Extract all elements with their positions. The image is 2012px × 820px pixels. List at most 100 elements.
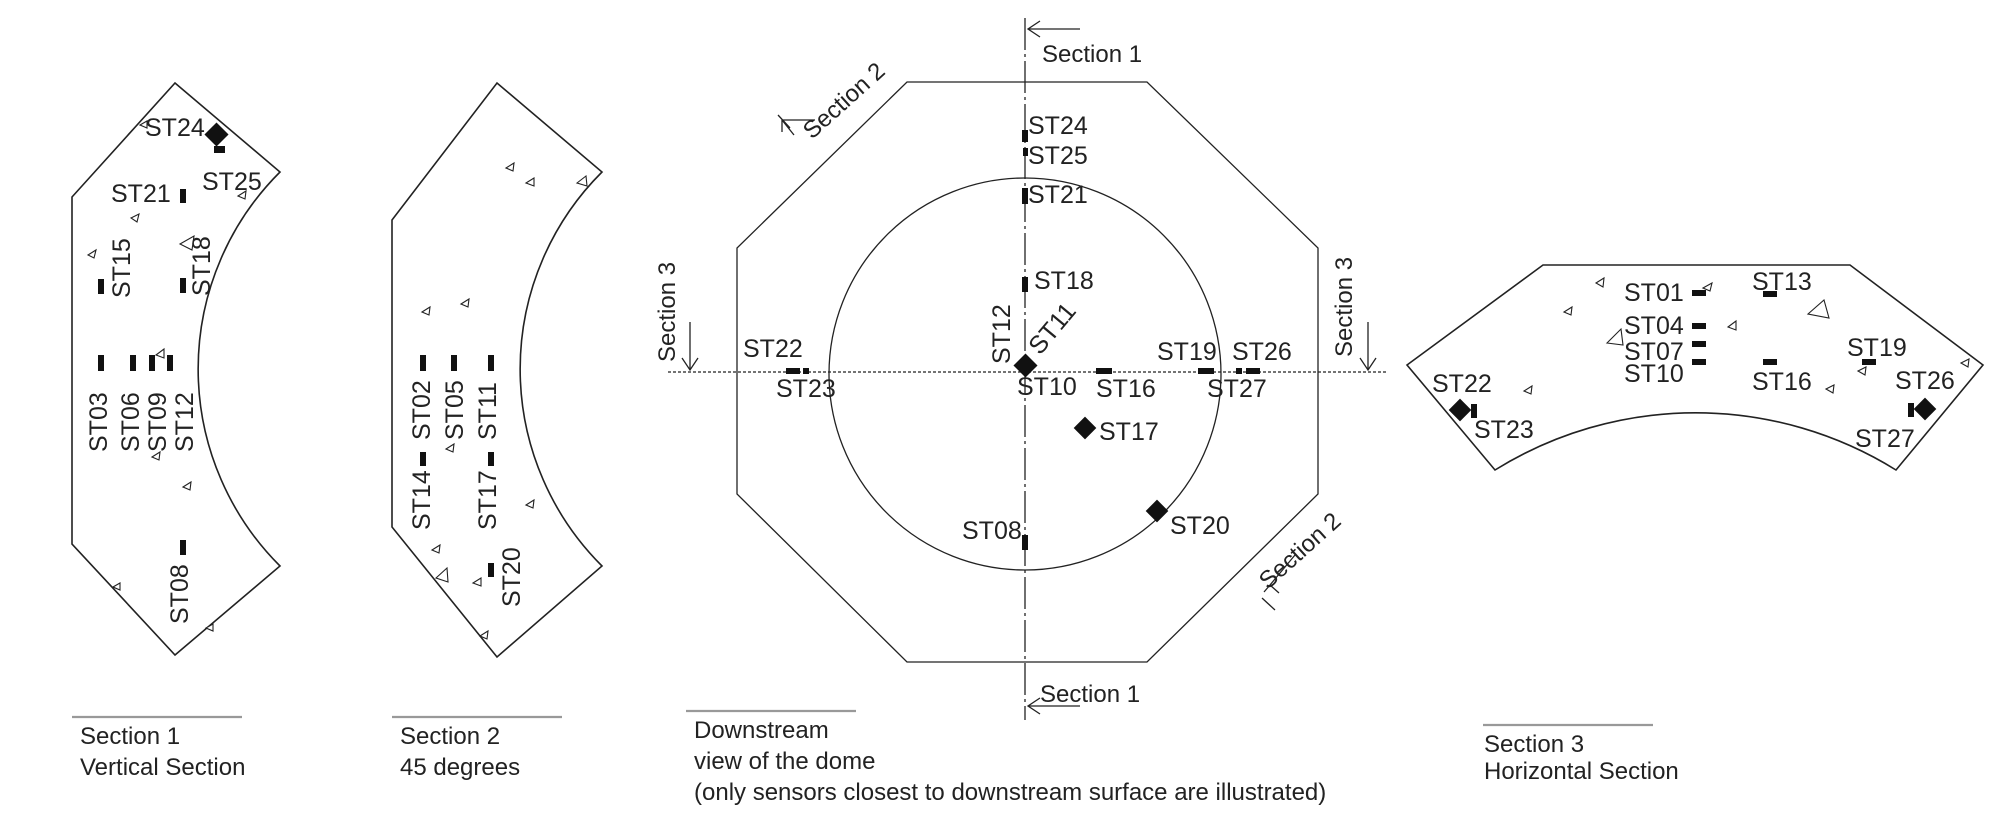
sensor-st13 bbox=[1763, 291, 1777, 297]
triangle-marker bbox=[1522, 384, 1533, 395]
sensor-st06 bbox=[130, 355, 136, 371]
sensor-st27 bbox=[1236, 368, 1242, 374]
sensor-st20 bbox=[488, 563, 494, 577]
sensor-st17 bbox=[488, 452, 494, 466]
triangle-marker bbox=[150, 450, 161, 461]
sensor-st01 bbox=[1692, 290, 1706, 296]
heavy-sensor-st26 bbox=[1913, 397, 1937, 421]
label-st10: ST10 bbox=[1017, 373, 1077, 401]
sensor-st26 bbox=[1246, 368, 1260, 374]
label-st25: ST25 bbox=[202, 168, 262, 196]
plan-octagon-outline bbox=[736, 81, 1319, 663]
sensor-st16 bbox=[1763, 359, 1777, 365]
sensor-st23 bbox=[803, 368, 809, 374]
label-st14: ST14 bbox=[408, 470, 436, 530]
label-st12: ST12 bbox=[988, 304, 1016, 364]
section2-bottom-label: Section 2 bbox=[1254, 507, 1346, 594]
triangle-marker bbox=[471, 577, 482, 587]
section2-caption-subtitle: 45 degrees bbox=[400, 754, 520, 781]
section2-caption-title: Section 2 bbox=[400, 723, 500, 750]
triangle-marker bbox=[1856, 366, 1867, 376]
label-st11: ST11 bbox=[1023, 297, 1082, 359]
heavy-sensor-st22 bbox=[1448, 398, 1472, 422]
plan-panel: Section 1 Section 1 Section 2 Section 2 … bbox=[654, 18, 1388, 806]
label-st10: ST10 bbox=[1624, 360, 1684, 388]
section1-bottom-label: Section 1 bbox=[1040, 681, 1140, 708]
label-st22: ST22 bbox=[743, 335, 803, 363]
triangle-marker bbox=[178, 234, 195, 251]
label-st24: ST24 bbox=[1028, 112, 1088, 140]
sensor-st04 bbox=[1692, 323, 1706, 329]
sensor-st09 bbox=[149, 355, 155, 371]
label-st09: ST09 bbox=[144, 392, 172, 452]
triangle-marker bbox=[430, 543, 441, 554]
label-st17: ST17 bbox=[1099, 418, 1159, 446]
label-st07: ST07 bbox=[1624, 338, 1684, 366]
label-st11: ST11 bbox=[474, 382, 502, 440]
triangle-marker bbox=[236, 189, 247, 200]
label-st21: ST21 bbox=[111, 180, 171, 208]
label-st21: ST21 bbox=[1028, 181, 1088, 209]
section1-panel: ST24 ST25 ST21 ST15 ST18 ST03 ST06 ST09 … bbox=[71, 81, 282, 781]
triangle-marker bbox=[478, 629, 489, 640]
label-st27: ST27 bbox=[1207, 375, 1267, 403]
label-st01: ST01 bbox=[1624, 279, 1684, 307]
label-st27: ST27 bbox=[1855, 425, 1915, 453]
label-st24: ST24 bbox=[145, 114, 205, 142]
triangle-marker bbox=[1806, 299, 1830, 319]
label-st02: ST02 bbox=[408, 380, 436, 440]
triangle-marker bbox=[444, 442, 455, 453]
label-st16: ST16 bbox=[1752, 368, 1812, 396]
label-st08: ST08 bbox=[962, 517, 1022, 545]
sensor-st10 bbox=[1692, 359, 1706, 365]
sensor-st21 bbox=[180, 189, 186, 203]
plan-caption-title: Downstream bbox=[694, 717, 829, 744]
section3-panel: ST01 ST04 ST07 ST10 ST13 ST16 ST19 ST22 … bbox=[1405, 264, 1985, 785]
label-st17: ST17 bbox=[474, 470, 502, 530]
section1-caption-title: Section 1 bbox=[80, 723, 180, 750]
section2-top-arrow bbox=[777, 114, 815, 136]
label-st22: ST22 bbox=[1432, 370, 1492, 398]
heavy-sensor-st17 bbox=[1073, 416, 1097, 440]
section2-top-label: Section 2 bbox=[798, 57, 890, 144]
sensor-st07 bbox=[1692, 341, 1706, 347]
label-st13: ST13 bbox=[1752, 268, 1812, 296]
section1-top-arrow bbox=[1026, 20, 1080, 38]
label-st16: ST16 bbox=[1096, 375, 1156, 403]
sensor-st16 bbox=[1096, 368, 1112, 374]
triangle-marker bbox=[420, 305, 431, 316]
section1-caption-subtitle: Vertical Section bbox=[80, 754, 245, 781]
triangle-marker bbox=[204, 623, 214, 632]
section1-top-label: Section 1 bbox=[1042, 41, 1142, 68]
section3-outline bbox=[1405, 264, 1985, 472]
triangle-marker bbox=[459, 297, 470, 308]
triangle-marker bbox=[1701, 281, 1713, 292]
label-st20: ST20 bbox=[1170, 512, 1230, 540]
sensor-st18 bbox=[1022, 277, 1028, 292]
plan-caption-note: (only sensors closest to downstream surf… bbox=[694, 779, 1326, 806]
sensor-st12 bbox=[167, 355, 173, 371]
triangle-marker bbox=[86, 248, 97, 259]
plan-caption-subtitle: view of the dome bbox=[694, 748, 875, 775]
label-st25: ST25 bbox=[1028, 142, 1088, 170]
triangle-marker bbox=[504, 161, 515, 172]
triangle-marker bbox=[524, 177, 535, 187]
triangle-marker bbox=[434, 566, 449, 583]
label-st08: ST08 bbox=[166, 564, 194, 624]
section3-caption-title: Section 3 bbox=[1484, 731, 1584, 758]
sensor-st15 bbox=[98, 279, 104, 294]
sensor-st27 bbox=[1908, 403, 1914, 417]
section1-outline bbox=[71, 81, 282, 657]
label-st03: ST03 bbox=[85, 392, 113, 452]
label-st19: ST19 bbox=[1847, 334, 1907, 362]
triangle-marker bbox=[129, 212, 140, 223]
sensor-st24 bbox=[1022, 130, 1028, 142]
sensor-st23 bbox=[1471, 404, 1477, 418]
label-st23: ST23 bbox=[776, 375, 836, 403]
triangle-marker bbox=[1605, 327, 1624, 346]
triangle-marker bbox=[524, 498, 535, 509]
section1-bottom-arrow bbox=[1026, 697, 1080, 715]
triangle-marker bbox=[1594, 276, 1605, 288]
heavy-sensor-st20 bbox=[1145, 499, 1169, 523]
sensor-st19 bbox=[1198, 368, 1214, 374]
